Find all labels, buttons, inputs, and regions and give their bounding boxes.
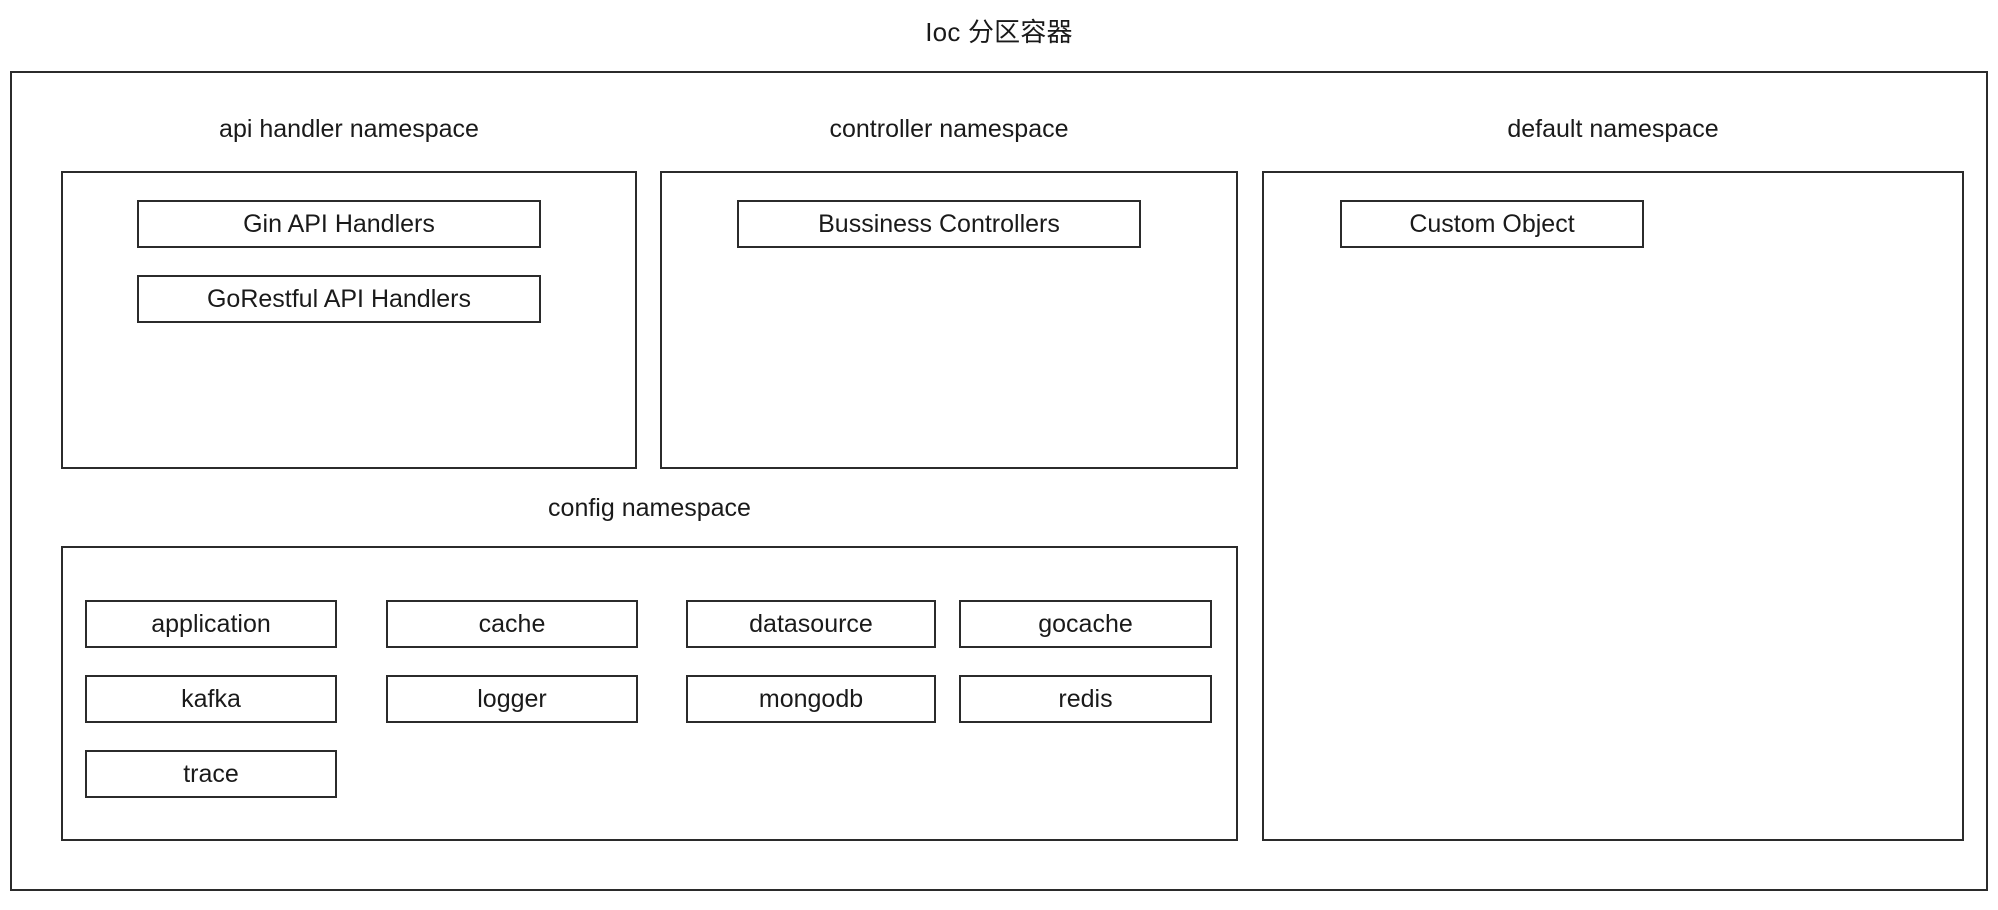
component-datasource[interactable]: datasource: [686, 600, 936, 648]
default-namespace-box: [1262, 171, 1964, 841]
component-logger[interactable]: logger: [386, 675, 638, 723]
component-bussiness-controllers[interactable]: Bussiness Controllers: [737, 200, 1141, 248]
api-handler-namespace-label: api handler namespace: [219, 115, 479, 143]
component-gocache[interactable]: gocache: [959, 600, 1212, 648]
component-kafka[interactable]: kafka: [85, 675, 337, 723]
component-redis[interactable]: redis: [959, 675, 1212, 723]
default-namespace-label: default namespace: [1507, 115, 1719, 143]
config-namespace-label: config namespace: [548, 494, 751, 522]
component-mongodb[interactable]: mongodb: [686, 675, 936, 723]
component-cache[interactable]: cache: [386, 600, 638, 648]
component-gorestful-api-handlers[interactable]: GoRestful API Handlers: [137, 275, 541, 323]
component-application[interactable]: application: [85, 600, 337, 648]
component-trace[interactable]: trace: [85, 750, 337, 798]
diagram-title: Ioc 分区容器: [925, 17, 1073, 47]
component-gin-api-handlers[interactable]: Gin API Handlers: [137, 200, 541, 248]
component-custom-object[interactable]: Custom Object: [1340, 200, 1644, 248]
controller-namespace-label: controller namespace: [829, 115, 1069, 143]
